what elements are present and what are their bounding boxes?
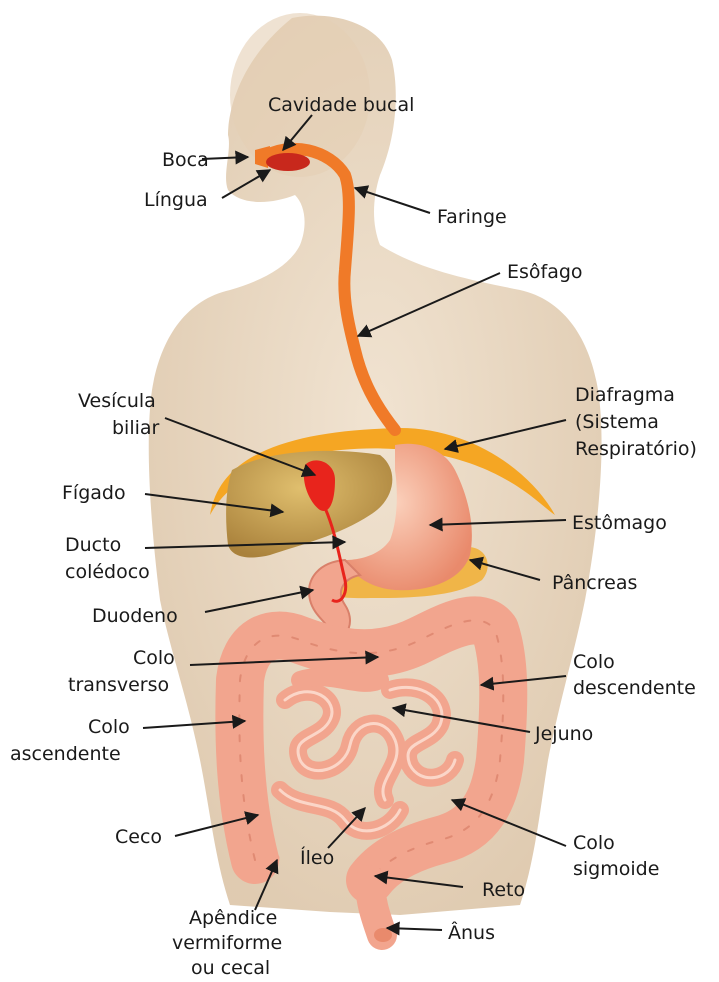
label-diafragma: Diafragma (Sistema Respiratório) xyxy=(575,384,697,460)
label-diafragma-line-2: (Sistema xyxy=(575,411,659,433)
label-vesicula: Vesícula biliar xyxy=(78,390,162,439)
label-diafragma-line-1: Diafragma xyxy=(575,384,675,406)
label-apendice: Apêndice vermiforme ou cecal xyxy=(172,907,288,979)
label-apendice-line-3: ou cecal xyxy=(191,957,270,979)
label-pancreas: Pâncreas xyxy=(552,572,637,594)
label-boca: Boca xyxy=(162,149,209,171)
label-colo-transverso-line-1: Colo xyxy=(133,647,175,669)
tongue xyxy=(266,153,310,171)
label-vesicula-line-1: Vesícula xyxy=(78,390,156,412)
label-anus: Ânus xyxy=(448,921,495,944)
label-ducto-line-1: Ducto xyxy=(65,534,121,556)
label-faringe: Faringe xyxy=(437,206,507,228)
label-cavidade-bucal: Cavidade bucal xyxy=(268,94,414,116)
label-ceco: Ceco xyxy=(115,826,162,848)
label-colo-transverso: Colo transverso xyxy=(68,647,181,696)
anus xyxy=(374,928,392,942)
label-colo-descendente-line-1: Colo xyxy=(573,651,615,673)
label-reto: Reto xyxy=(482,879,525,901)
label-lingua: Língua xyxy=(144,189,208,211)
label-vesicula-line-2: biliar xyxy=(112,417,160,439)
label-duodeno: Duodeno xyxy=(92,605,178,627)
label-colo-sigmoide-line-2: sigmoide xyxy=(573,858,659,880)
label-colo-ascendente-line-2: ascendente xyxy=(10,743,121,765)
label-estomago: Estômago xyxy=(572,512,667,534)
label-colo-descendente: Colo descendente xyxy=(573,651,696,699)
label-figado: Fígado xyxy=(62,482,126,504)
label-jejuno: Jejuno xyxy=(534,723,593,745)
label-ducto: Ducto colédoco xyxy=(65,534,150,583)
label-ducto-line-2: colédoco xyxy=(65,561,150,583)
label-apendice-line-1: Apêndice xyxy=(189,907,277,929)
label-colo-sigmoide: Colo sigmoide xyxy=(573,832,659,880)
label-colo-ascendente: Colo ascendente xyxy=(10,716,136,765)
label-colo-sigmoide-line-1: Colo xyxy=(573,832,615,854)
label-ileo: Íleo xyxy=(300,846,334,869)
label-apendice-line-2: vermiforme xyxy=(172,932,282,954)
label-colo-transverso-line-2: transverso xyxy=(68,674,169,696)
label-colo-descendente-line-2: descendente xyxy=(573,677,696,699)
label-diafragma-line-3: Respiratório) xyxy=(575,438,697,460)
label-colo-ascendente-line-1: Colo xyxy=(88,716,130,738)
label-esofago: Esôfago xyxy=(507,261,583,283)
